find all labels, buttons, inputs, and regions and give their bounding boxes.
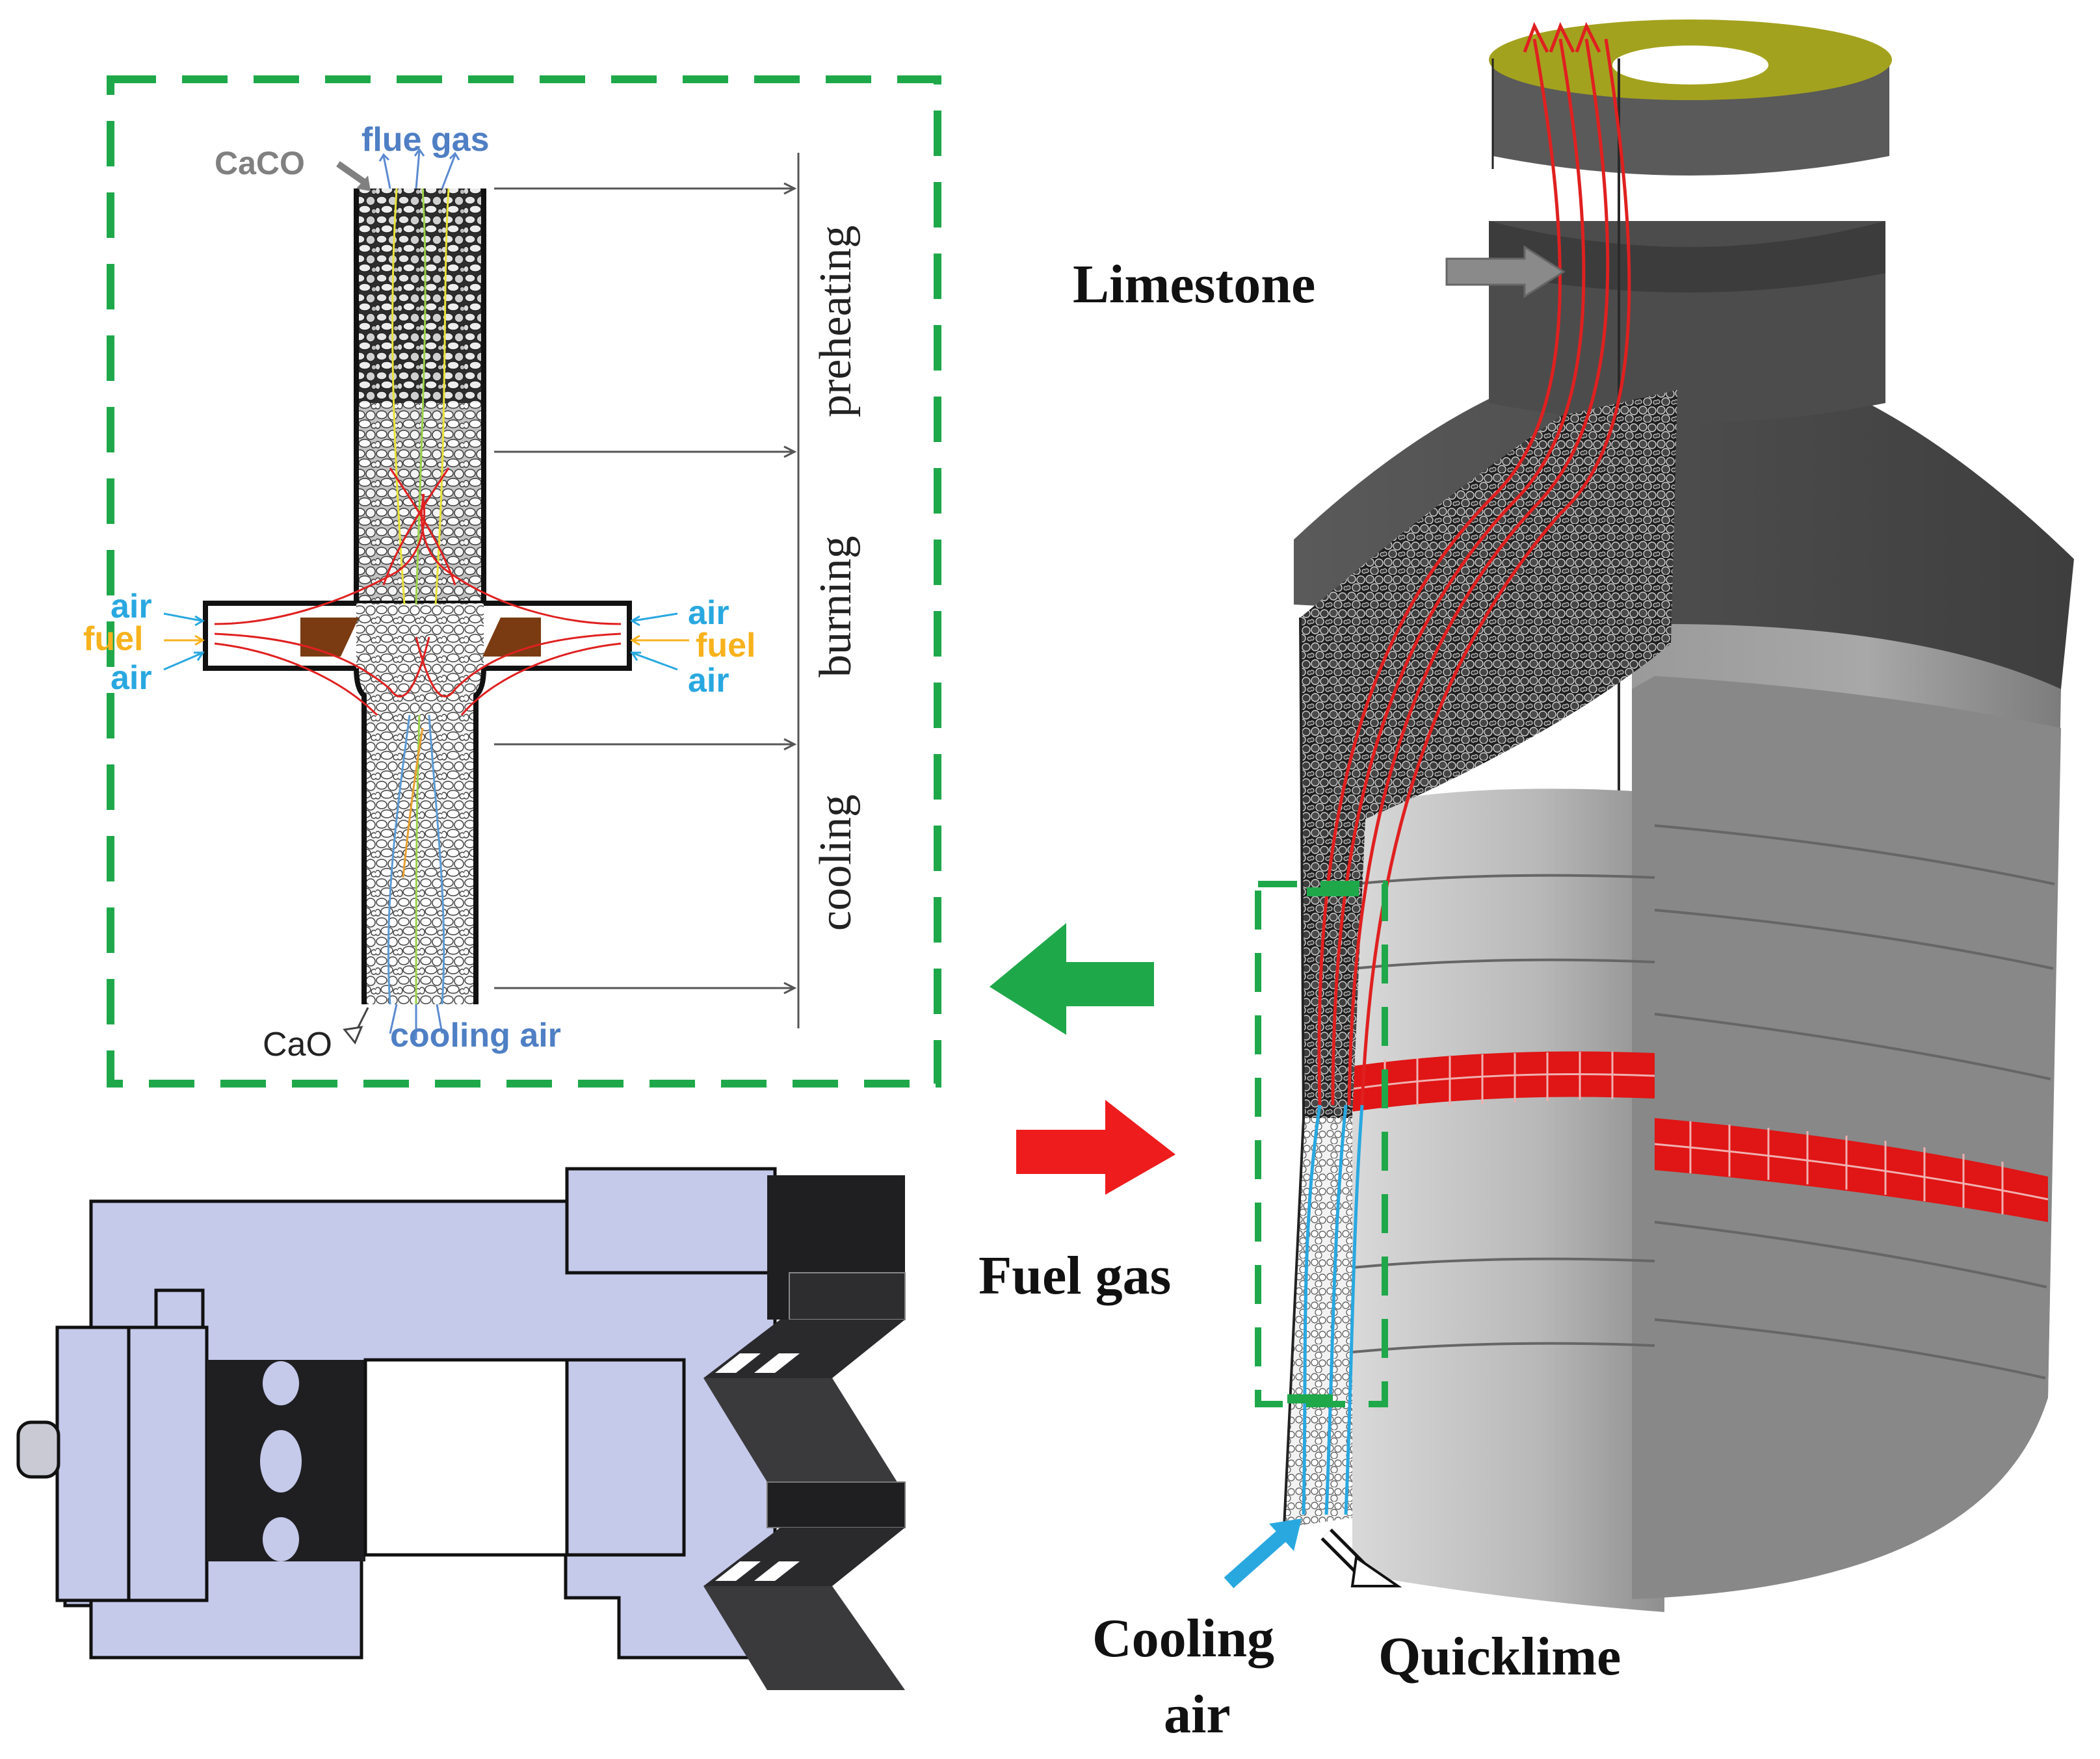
right-air-top-label: air	[688, 594, 729, 632]
burner-port-1	[263, 1361, 299, 1405]
cooling-air-label-line2: air	[1164, 1684, 1231, 1745]
cao-label: CaO	[263, 1026, 332, 1063]
right-burner-block	[482, 618, 541, 657]
quicklime-arrow-icon	[1320, 1528, 1402, 1587]
limestone-arrow-icon	[1445, 245, 1566, 298]
right-air-bottom-label: air	[688, 662, 729, 699]
kiln-ring-bands	[1352, 824, 2055, 1379]
caco3-label: CaCO	[215, 145, 305, 181]
inset-shaft	[203, 188, 632, 1005]
inset-dashed-border	[107, 75, 941, 1088]
fuel-gas-label: Fuel gas	[978, 1245, 1171, 1306]
inset-panel	[107, 75, 941, 1088]
cooling-air-arrows-icon	[389, 1004, 443, 1040]
flue-gas-label: flue gas	[361, 121, 490, 159]
kiln-outlet-arrows-icon	[1523, 21, 1601, 53]
cao-arrow-icon	[343, 1007, 369, 1045]
burner-housing	[16, 1167, 906, 1690]
right-fuel-label: fuel	[696, 627, 755, 664]
zone-label-cooling: cooling	[811, 794, 861, 931]
burner-ring-lower	[1654, 1118, 2049, 1222]
burner-port-3	[263, 1517, 299, 1561]
inset-streamlines	[214, 188, 622, 1005]
quicklime-label: Quicklime	[1378, 1626, 1621, 1687]
burner-port-2	[260, 1430, 302, 1492]
burner-ring-upper	[1352, 1051, 1655, 1112]
kiln-3d-model	[1224, 20, 2074, 1612]
left-fuel-label: fuel	[83, 620, 143, 658]
limestone-label: Limestone	[1073, 254, 1315, 315]
flue-gas-arrows-icon	[378, 148, 460, 189]
inset-cooling-air-label: cooling air	[390, 1017, 561, 1054]
zone-label-burning: burning	[811, 536, 861, 677]
arrow-left-icon	[990, 923, 1154, 1035]
left-air-fuel-arrows-icon	[163, 612, 205, 671]
kiln-dashed-window	[1255, 881, 1388, 1407]
left-burner-block	[300, 618, 359, 657]
zone-divider-arrows	[494, 153, 800, 1028]
left-air-top-label: air	[111, 588, 152, 625]
cooling-air-arrow-icon	[1224, 1518, 1302, 1589]
arrow-right-icon	[1016, 1100, 1175, 1195]
left-air-bottom-label: air	[111, 659, 152, 697]
cooling-air-label-line1: Cooling	[1092, 1608, 1274, 1669]
right-air-fuel-arrows-icon	[630, 612, 689, 671]
caco3-arrow-icon	[336, 161, 371, 191]
zone-label-preheating: preheating	[811, 226, 861, 417]
